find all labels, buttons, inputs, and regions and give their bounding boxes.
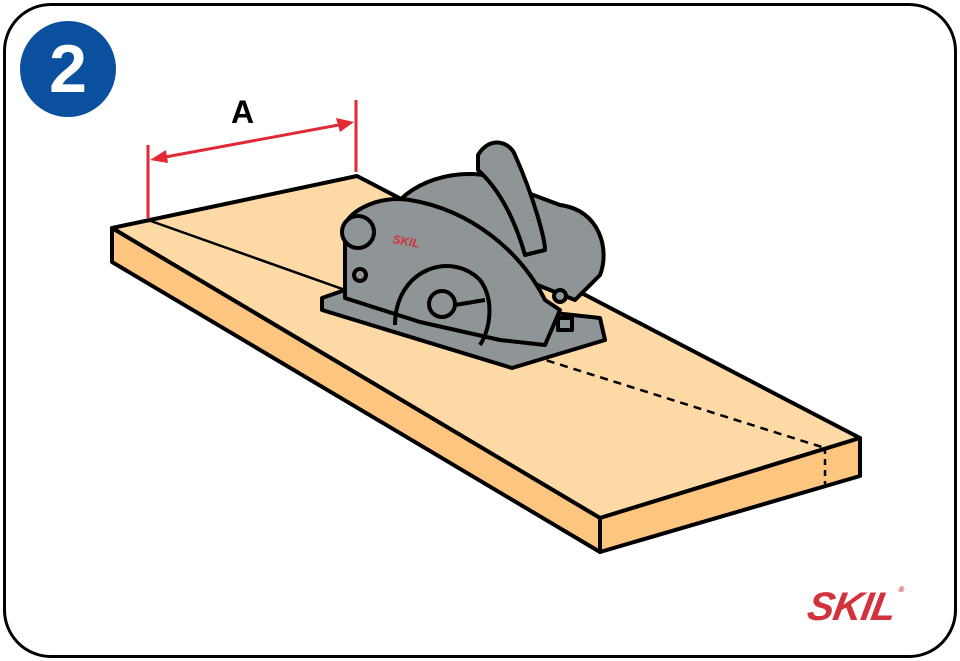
saw-brand-mark: SKIL [391,232,420,251]
saw-blade-guard [393,264,492,347]
saw-guard-rear [398,172,606,302]
illustration-frame [3,3,957,658]
brand-logo-text: SKIL [804,585,900,629]
motor-cap [340,214,376,250]
depth-knob [427,289,457,319]
step-number-badge: 2 [20,21,116,117]
brand-logo: SKIL® [804,585,904,629]
dimension-a [146,100,358,218]
saw-handle [476,140,547,257]
dimension-label: A [231,94,255,130]
board-end [598,436,862,554]
circular-saw [320,140,607,370]
